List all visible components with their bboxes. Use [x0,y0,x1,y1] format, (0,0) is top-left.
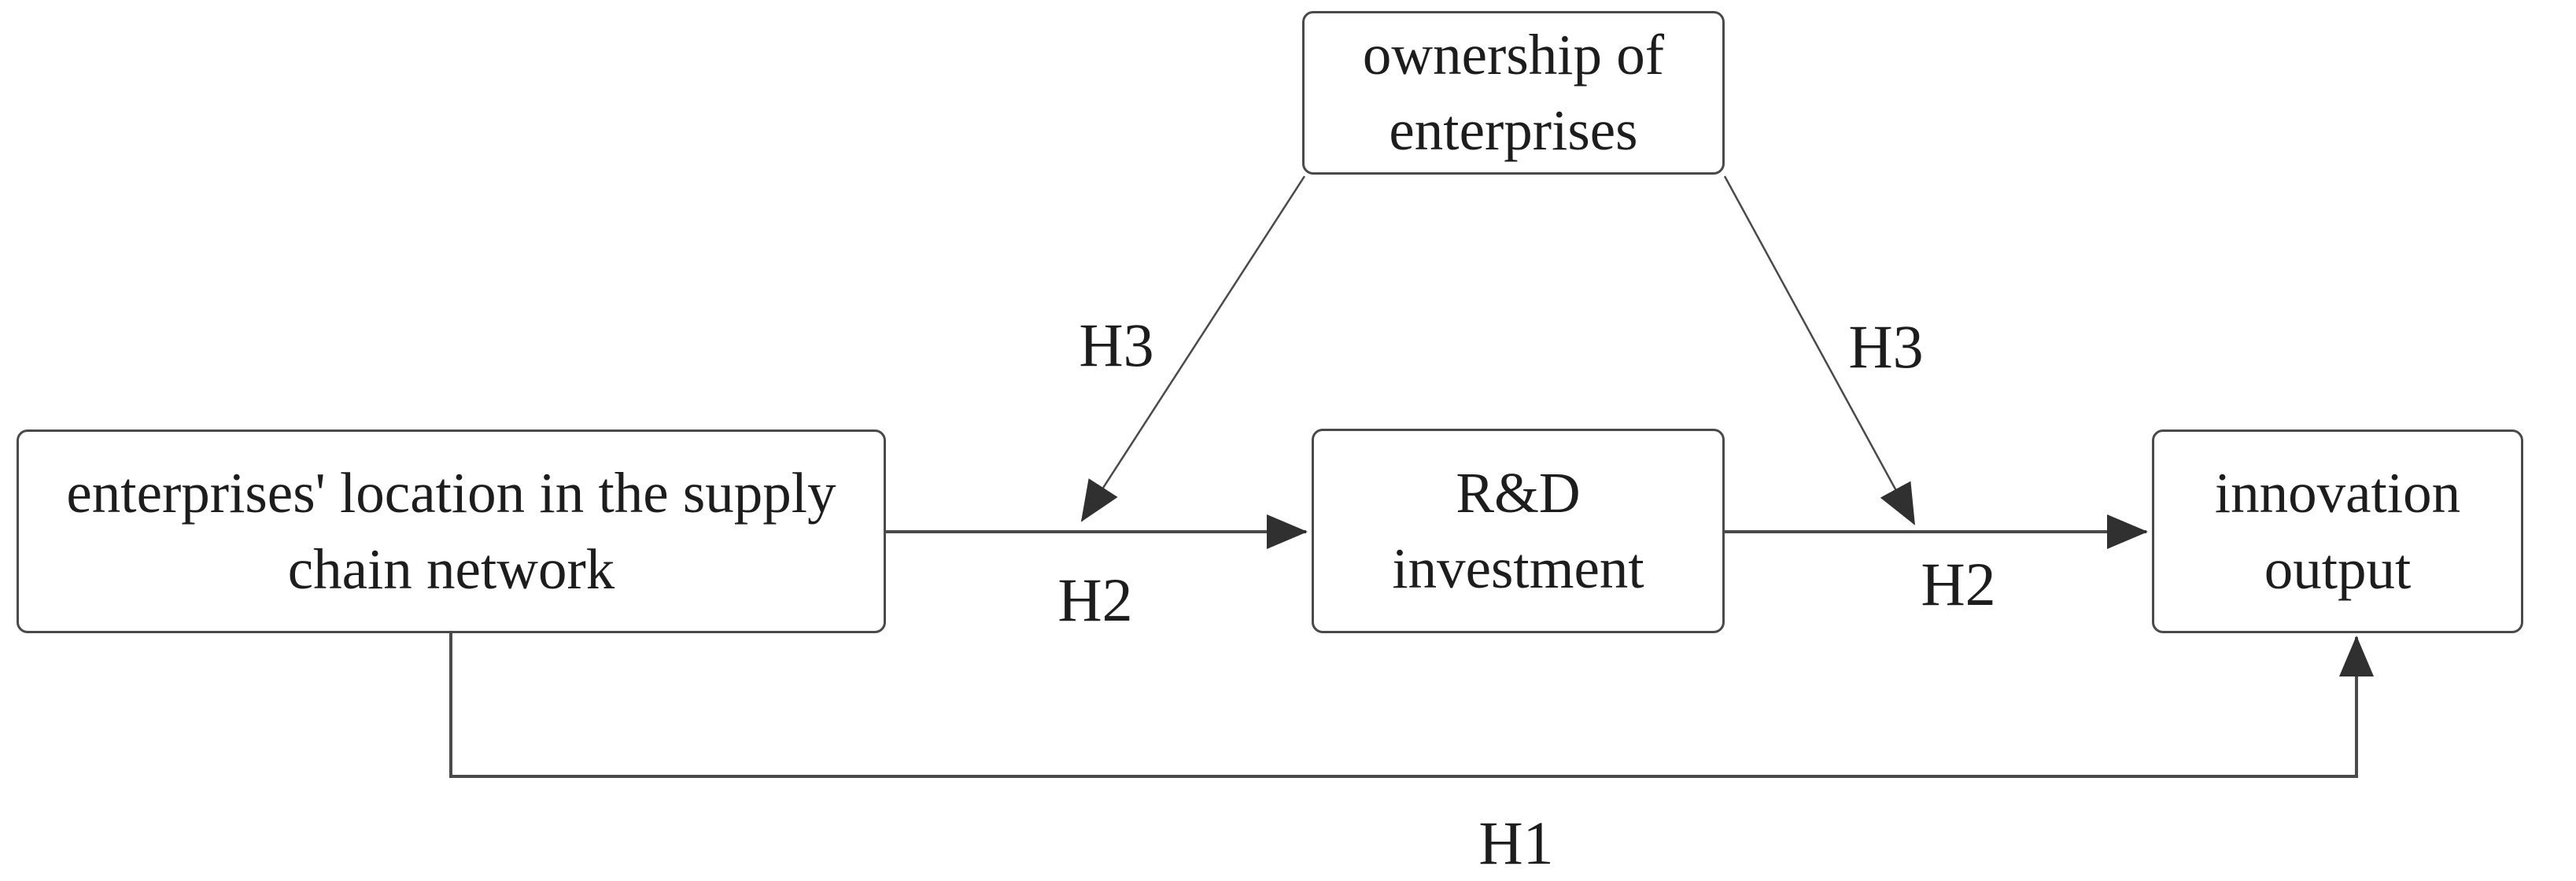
node-rnd-investment: R&D investment [1312,429,1725,633]
node-label: innovation output [2214,461,2461,601]
node-label: enterprises' location in the supply chai… [66,461,836,601]
edge-label-h3-left: H3 [1079,311,1154,379]
edge-label-h3-right: H3 [1848,312,1924,381]
node-label: ownership of enterprises [1362,22,1665,162]
node-supply-chain-location: enterprises' location in the supply chai… [17,429,886,633]
node-label: R&D investment [1392,460,1644,600]
node-innovation-output: innovation output [2152,429,2523,633]
h1-arrow [449,633,2374,778]
h3-arrow-right [1723,175,1916,525]
edge-label-h2-left: H2 [1057,566,1133,634]
node-ownership-of-enterprises: ownership of enterprises [1302,11,1725,175]
edge-label-h2-right: H2 [1921,550,1996,618]
edge-label-h1: H1 [1478,809,1554,877]
h3-arrow-left [1080,175,1306,522]
